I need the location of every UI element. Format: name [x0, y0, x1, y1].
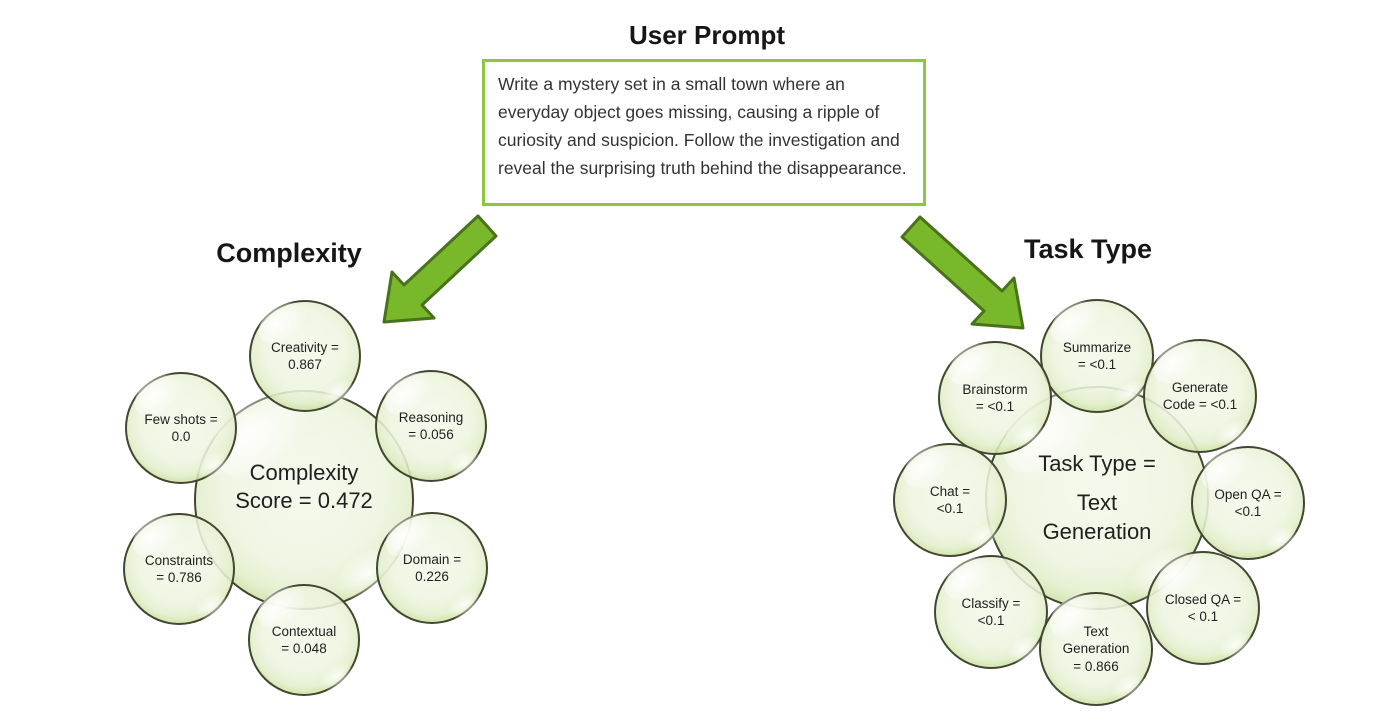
- bubble-summarize: Summarize = <0.1: [1040, 299, 1154, 413]
- task-type-center-line3: Generation: [1042, 518, 1152, 544]
- bubble-domain-label: Domain = 0.226: [403, 551, 461, 586]
- bubble-chat-label: Chat = <0.1: [930, 483, 970, 518]
- bubble-constraints-label: Constraints = 0.786: [145, 552, 213, 587]
- summarize-line2: = <0.1: [1077, 357, 1117, 372]
- classify-line2: <0.1: [977, 613, 1005, 628]
- task-type-center-line1: Task Type =: [1038, 451, 1156, 477]
- bubble-text-generation-label: Text Generation = 0.866: [1063, 623, 1130, 675]
- bubble-creativity-label: Creativity = 0.867: [271, 339, 339, 374]
- bubble-reasoning: Reasoning = 0.056: [375, 370, 487, 482]
- chat-line1: Chat =: [929, 483, 971, 499]
- contextual-line1: Contextual: [271, 623, 337, 639]
- domain-line1: Domain =: [402, 551, 462, 567]
- summarize-line1: Summarize: [1062, 339, 1132, 355]
- bubble-contextual-label: Contextual = 0.048: [272, 623, 337, 658]
- constraints-line2: = 0.786: [156, 570, 202, 585]
- user-prompt-title: User Prompt: [628, 20, 786, 50]
- bubble-few-shots: Few shots = 0.0: [125, 372, 237, 484]
- bubble-brainstorm-label: Brainstorm = <0.1: [962, 381, 1027, 416]
- bubble-generate-code-label: Generate Code = <0.1: [1163, 379, 1237, 414]
- user-prompt-text: Write a mystery set in a small town wher…: [498, 74, 907, 178]
- bubble-closed-qa: Closed QA = < 0.1: [1146, 551, 1260, 665]
- arrow-down-right-icon: [900, 215, 1025, 330]
- bubble-classify: Classify = <0.1: [934, 555, 1048, 669]
- complexity-title: Complexity: [216, 238, 362, 268]
- complexity-center-line1: Complexity: [249, 459, 359, 485]
- generate-code-line2: Code = <0.1: [1162, 397, 1238, 412]
- bubble-creativity: Creativity = 0.867: [249, 300, 361, 412]
- bubble-contextual: Contextual = 0.048: [248, 584, 360, 696]
- bubble-few-shots-label: Few shots = 0.0: [144, 411, 217, 446]
- chat-line2: <0.1: [936, 501, 964, 516]
- task-type-center-label: Task Type = Text Generation: [1038, 450, 1156, 545]
- bubble-open-qa: Open QA = <0.1: [1191, 446, 1305, 560]
- constraints-line1: Constraints: [144, 552, 214, 568]
- reasoning-line2: = 0.056: [408, 427, 454, 442]
- bubble-brainstorm: Brainstorm = <0.1: [938, 341, 1052, 455]
- complexity-score-value: Score = 0.472: [235, 488, 373, 513]
- closed-qa-line1: Closed QA =: [1164, 591, 1242, 607]
- bubble-constraints: Constraints = 0.786: [123, 513, 235, 625]
- text-generation-line1: Text: [1083, 624, 1109, 640]
- text-generation-line3: = 0.866: [1073, 658, 1119, 674]
- brainstorm-line2: = <0.1: [975, 399, 1015, 414]
- complexity-center-label: Complexity Score = 0.472: [235, 459, 373, 515]
- creativity-line2: 0.867: [288, 357, 322, 372]
- bubble-domain: Domain = 0.226: [376, 512, 488, 624]
- task-type-title: Task Type: [1023, 234, 1153, 264]
- user-prompt-box: Write a mystery set in a small town wher…: [482, 59, 926, 206]
- arrow-down-left-icon: [382, 214, 498, 324]
- bubble-summarize-label: Summarize = <0.1: [1063, 339, 1131, 374]
- reasoning-line1: Reasoning: [398, 409, 464, 425]
- bubble-open-qa-label: Open QA = <0.1: [1214, 486, 1281, 521]
- domain-line2: 0.226: [415, 569, 449, 584]
- generate-code-line1: Generate: [1171, 379, 1229, 395]
- classify-line1: Classify =: [961, 595, 1021, 611]
- bubble-text-generation: Text Generation = 0.866: [1039, 592, 1153, 706]
- bubble-generate-code: Generate Code = <0.1: [1143, 339, 1257, 453]
- bubble-reasoning-label: Reasoning = 0.056: [399, 409, 464, 444]
- closed-qa-line2: < 0.1: [1187, 609, 1219, 624]
- contextual-line2: = 0.048: [281, 641, 327, 656]
- task-type-center-line2: Text: [1076, 490, 1118, 516]
- bubble-classify-label: Classify = <0.1: [962, 595, 1021, 630]
- bubble-closed-qa-label: Closed QA = < 0.1: [1165, 591, 1241, 626]
- creativity-line1: Creativity =: [271, 339, 339, 355]
- few-shots-line1: Few shots =: [144, 411, 218, 427]
- few-shots-line2: 0.0: [171, 429, 191, 444]
- bubble-chat: Chat = <0.1: [893, 443, 1007, 557]
- open-qa-line2: <0.1: [1234, 504, 1262, 519]
- brainstorm-line1: Brainstorm: [962, 381, 1028, 397]
- open-qa-line1: Open QA =: [1214, 486, 1282, 502]
- text-generation-line2: Generation: [1062, 641, 1130, 657]
